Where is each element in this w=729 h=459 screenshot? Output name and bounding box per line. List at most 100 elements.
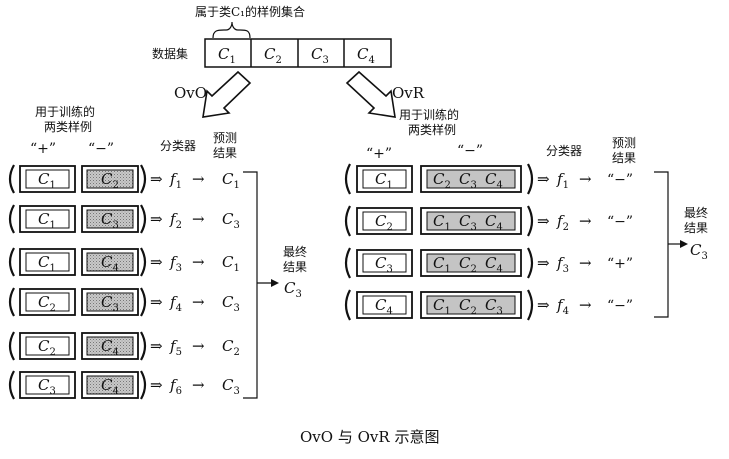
ovo-pos-inner (25, 292, 70, 312)
maps-arrow: → (192, 170, 205, 188)
ovo-classifier: f6 (169, 376, 182, 397)
ovo-pos-class: C2 (38, 293, 56, 314)
ovo-neg-inner (86, 336, 134, 356)
ovo-headers: 用于训练的 两类样例 “+” “−” 分类器 预测 结果 (30, 104, 237, 160)
ovo-classifier: f2 (169, 210, 182, 231)
ovr-neg-inner (426, 211, 516, 231)
ovo-classifier: f5 (169, 337, 182, 358)
ovo-pos-class: C3 (38, 376, 56, 397)
brace-label: 属于类C₁的样例集合 (195, 4, 305, 19)
ovr-minus-header: “−” (457, 143, 483, 159)
figure-caption: OvO 与 OvR 示意图 (300, 428, 439, 446)
dataset-label: 数据集 (152, 46, 188, 61)
ovo-neg-class: C4 (101, 253, 119, 274)
ovr-classifier: f3 (556, 254, 569, 275)
ovo-final: 最终 结果 C3 (243, 171, 307, 399)
right-paren (527, 205, 534, 237)
ovr-neg-inner (426, 169, 516, 189)
ovo-row: C1 C2 ⇒ f1 → C1 (8, 164, 240, 194)
left-paren (8, 287, 15, 317)
ovo-neg-class: C2 (101, 170, 119, 191)
ovr-arrow: OvR (345, 70, 425, 118)
left-paren (8, 370, 15, 400)
ovo-arrow-label: OvO (174, 84, 207, 102)
dataset-cell-1: C1 (218, 45, 236, 66)
implies-arrow: ⇒ (150, 210, 163, 228)
ovr-neg-class: C3 (459, 212, 477, 233)
implies-arrow: ⇒ (150, 170, 163, 188)
implies-arrow: ⇒ (537, 254, 550, 272)
ovo-pos-inner (25, 375, 70, 395)
ovr-classifier: f4 (556, 296, 569, 317)
ovo-neg-inner (86, 375, 134, 395)
ovr-pos-class: C1 (375, 170, 393, 191)
ovr-prediction: “−” (607, 172, 633, 188)
ovr-neg-class: C3 (459, 170, 477, 191)
ovo-pos-class: C1 (38, 170, 56, 191)
ovr-neg-class: C2 (459, 254, 477, 275)
ovo-prediction: C3 (222, 376, 240, 397)
implies-arrow: ⇒ (537, 296, 550, 314)
ovo-classifier: f3 (169, 253, 182, 274)
ovr-headers: 用于训练的 两类样例 “+” “−” 分类器 预测 结果 (366, 107, 636, 165)
ovo-neg-class: C3 (101, 293, 119, 314)
ovr-classifier: f2 (556, 212, 569, 233)
maps-arrow: → (579, 296, 592, 314)
ovo-classifier: f1 (169, 170, 182, 191)
implies-arrow: ⇒ (150, 293, 163, 311)
right-paren (140, 287, 147, 317)
ovo-arrow: OvO (174, 70, 252, 118)
ovo-neg-inner (86, 169, 134, 189)
maps-arrow: → (192, 337, 205, 355)
maps-arrow: → (192, 376, 205, 394)
dataset-cell-2: C2 (264, 45, 282, 66)
implies-arrow: ⇒ (150, 376, 163, 394)
ovo-prediction: C3 (222, 293, 240, 314)
dataset-cell-4: C4 (357, 45, 375, 66)
ovo-pos-class: C1 (38, 210, 56, 231)
ovr-final-class: C3 (690, 241, 708, 262)
ovo-neg-class: C4 (101, 337, 119, 358)
ovo-pos-class: C2 (38, 337, 56, 358)
ovr-pos-class: C2 (375, 212, 393, 233)
ovr-neg-class: C4 (485, 212, 503, 233)
ovo-prediction: C1 (222, 170, 240, 191)
ovr-pos-class: C3 (375, 254, 393, 275)
ovr-final-label-1: 最终 (684, 205, 708, 220)
ovr-neg-inner (426, 253, 516, 273)
left-paren (344, 289, 351, 321)
ovr-neg-class: C2 (433, 170, 451, 191)
ovo-classifier-header: 分类器 (160, 139, 196, 153)
implies-arrow: ⇒ (150, 253, 163, 271)
ovo-pair-label-1: 用于训练的 (35, 104, 95, 119)
implies-arrow: ⇒ (537, 170, 550, 188)
ovo-pos-inner (25, 169, 70, 189)
maps-arrow: → (579, 212, 592, 230)
ovr-neg-class: C2 (459, 296, 477, 317)
ovr-classifier: f1 (556, 170, 569, 191)
ovr-pair-label-1: 用于训练的 (399, 107, 459, 122)
ovo-minus-header: “−” (88, 141, 114, 157)
ovo-final-label-1: 最终 (283, 244, 307, 259)
right-paren (527, 289, 534, 321)
maps-arrow: → (192, 253, 205, 271)
ovr-classifier-header: 分类器 (546, 144, 582, 158)
ovr-pos-inner (362, 295, 407, 315)
ovo-pos-inner (25, 336, 70, 356)
maps-arrow: → (579, 254, 592, 272)
left-paren (344, 163, 351, 195)
ovo-pair-label-2: 两类样例 (44, 119, 92, 134)
ovr-final: 最终 结果 C3 (654, 171, 708, 318)
maps-arrow: → (192, 293, 205, 311)
ovo-final-label-2: 结果 (283, 260, 307, 274)
